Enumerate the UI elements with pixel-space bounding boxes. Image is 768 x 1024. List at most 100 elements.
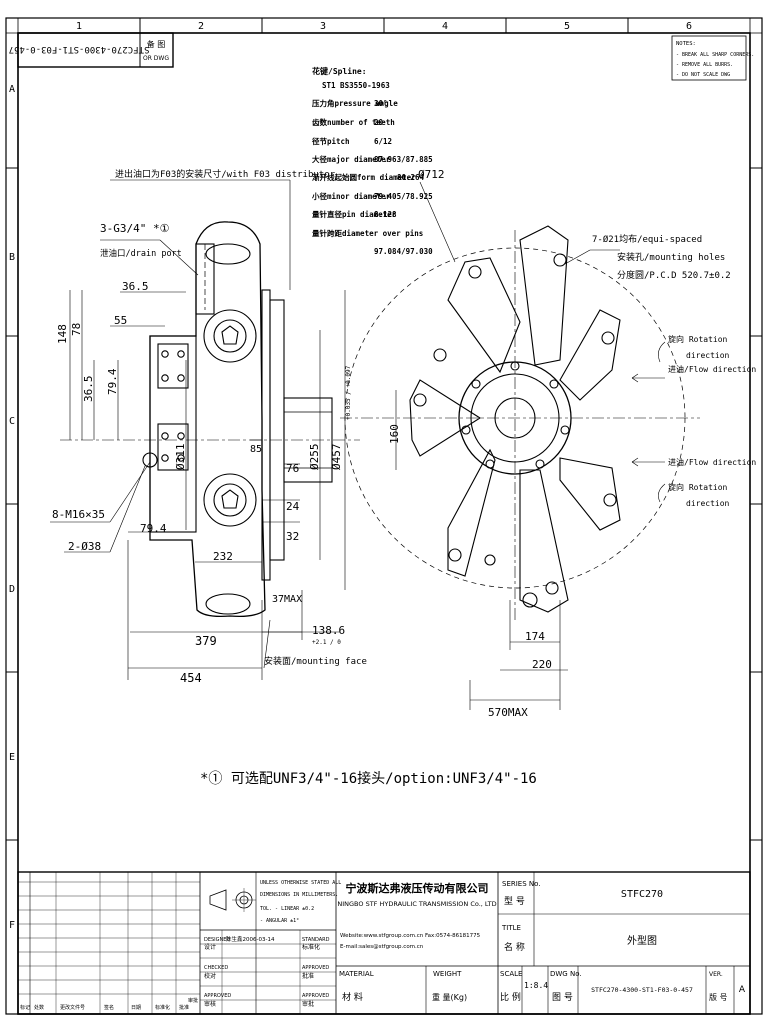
- title-label-cn: 名 称: [504, 941, 525, 953]
- dim-712: Ø712: [418, 168, 445, 181]
- tolerance-line: - ANGULAR ±1°: [260, 918, 299, 924]
- column-label: 2: [198, 21, 204, 32]
- column-label: 1: [76, 21, 82, 32]
- spline-table: 花键/Spline: ST1 BS3550-1963 压力角pressure a…: [312, 66, 433, 256]
- material-label-en: MATERIAL: [339, 970, 374, 978]
- dim-37max: 37MAX: [272, 594, 302, 605]
- company-name-en: NINGBO STF HYDRAULIC TRANSMISSION Co., L…: [337, 900, 496, 908]
- dim-255: Ø255: [308, 444, 321, 471]
- dim-55: 55: [114, 314, 127, 327]
- weight-label-cn: 重 量(Kg): [432, 992, 467, 1002]
- row-label: C: [9, 416, 15, 427]
- spline-row-value: 80.264: [397, 173, 425, 182]
- signer-label: DESIGNED: [204, 937, 230, 943]
- row-label: F: [9, 920, 15, 931]
- dim-78: 78: [70, 323, 83, 336]
- row-labels: A B C D E F: [9, 84, 15, 931]
- option-note: *① 可选配UNF3/4"-16接头/option:UNF3/4"-16: [200, 770, 537, 787]
- dim-570max: 570MAX: [488, 706, 528, 719]
- equi-spaced-callout: 7-Ø21均布/equi-spaced: [592, 233, 702, 245]
- spline-row-label: 齿数number of teeth: [312, 117, 395, 127]
- series-value: STFC270: [621, 889, 663, 900]
- dim-457: Ø457: [330, 444, 343, 471]
- spline-title: 花键/Spline:: [312, 66, 367, 76]
- spline-row-label: 量针直径pin diameter: [312, 209, 397, 219]
- flow-direction-label: 进油/Flow direction: [668, 457, 756, 467]
- front-view: [60, 221, 360, 618]
- dim-454: 454: [180, 671, 202, 685]
- notes-line: - REMOVE ALL BURRS.: [676, 62, 733, 68]
- dwg-label-en: DWG No.: [550, 970, 582, 978]
- pcd-label: 分度圆/P.C.D 520.7±0.2: [617, 269, 731, 281]
- spline-row-value: 79.405/78.925: [374, 192, 433, 201]
- leader-lines: [50, 179, 666, 669]
- company-website: Website:www.stfgroup.com.cn Fax:0574-861…: [340, 933, 481, 939]
- revision-header: 签名: [104, 1004, 114, 1011]
- dimension-texts: 36.5 55 148 78 36.5 79.4 Ø311 85 Ø255 Ø4…: [56, 168, 552, 719]
- sign-right-label-cn: 标准化: [302, 943, 320, 951]
- rotation-label: direction: [686, 499, 730, 508]
- scale-label-cn: 比 例: [500, 991, 521, 1003]
- sheet-border: [5, 17, 763, 1015]
- title-block: [17, 871, 751, 1015]
- flow-direction-label: 进油/Flow direction: [668, 364, 756, 374]
- spline-over-pins-value: 97.084/97.030: [374, 247, 433, 256]
- revision-header: 批准: [179, 1004, 189, 1011]
- top-left-box: STFC270-4300-ST1-F03-0-457 备 图 OR DWG: [9, 32, 174, 68]
- dwg-value: STFC270-4300-ST1-F03-0-457: [591, 986, 693, 994]
- rotation-label: 旋向 Rotation: [668, 334, 728, 344]
- spline-row-label: 径节pitch: [312, 136, 350, 146]
- title-block-texts: UNLESS OTHERWISE STATED ALL DIMENSIONS I…: [20, 880, 746, 1011]
- column-label: 4: [442, 21, 448, 32]
- signer-label: APPROVED: [204, 993, 231, 999]
- dimension-lines: [69, 290, 346, 680]
- dim-85: 85: [250, 444, 262, 455]
- material-label-cn: 材 料: [342, 991, 363, 1003]
- notes-box: NOTES: - BREAK ALL SHARP CORNERS. - REMO…: [671, 35, 754, 81]
- scale-value: 1:8.4: [524, 981, 548, 990]
- series-label-en: SERIES No.: [502, 880, 541, 888]
- revision-header: 标记: [20, 1004, 30, 1011]
- revision-header: 更改文件号: [60, 1004, 85, 1011]
- top-left-label-en: OR DWG: [143, 55, 169, 62]
- signer-label-cn: 设计: [204, 943, 216, 951]
- mounting-holes-label: 安装孔/mounting holes: [617, 251, 725, 263]
- signer-name: 陈生鑫2006-03-14: [226, 935, 275, 943]
- dim-457-tolerance: +0.035 / +0.097: [345, 365, 352, 420]
- sign-right-label-cn: 批准: [302, 972, 314, 980]
- dwg-label-cn: 图 号: [552, 992, 573, 1003]
- spline-row-value: 8.128: [374, 210, 397, 219]
- dim-76: 76: [286, 462, 299, 475]
- tolerance-line: UNLESS OTHERWISE STATED ALL: [260, 880, 341, 886]
- column-label: 5: [564, 21, 570, 32]
- spline-row-label: 大径major diameter: [312, 154, 391, 164]
- spline-row-value: 20: [374, 118, 384, 127]
- spline-row-label: 小径minor diameter: [312, 191, 391, 201]
- revision-header: 日期: [131, 1005, 141, 1011]
- dim-36-5: 36.5: [122, 280, 149, 293]
- sign-right-label: STANDARD: [302, 937, 330, 943]
- signer-label-cn: 校对: [204, 972, 216, 980]
- signer-label: CHECKED: [204, 965, 228, 971]
- side-dimension-lines: [395, 390, 568, 710]
- spline-row-value: 87.963/87.885: [374, 155, 433, 164]
- notes-line: - DO NOT SCALE DWG: [676, 72, 730, 78]
- dim-160: 160: [388, 424, 401, 444]
- dim-311: Ø311: [174, 444, 187, 471]
- dim-220: 220: [532, 658, 552, 671]
- spline-row-label: 渐开线起始圆form diameter: [312, 172, 416, 182]
- dim-79-4: 79.4: [106, 368, 119, 395]
- revision-header: 审批: [188, 997, 198, 1004]
- notes-title: NOTES:: [676, 41, 696, 47]
- tolerance-line: DIMENSIONS IN MILLIMETERS.: [260, 892, 338, 898]
- spline-row-label: 量针跨距diameter over pins: [312, 228, 423, 238]
- bolts-callout: 8-M16×35: [52, 508, 105, 521]
- dim-379: 379: [195, 634, 217, 648]
- drain-port-label: 泄油口/drain port: [100, 248, 182, 259]
- ver-label-en: VER.: [709, 971, 723, 978]
- row-label: D: [9, 584, 15, 595]
- dim-24: 24: [286, 500, 300, 513]
- ver-label-cn: 版 号: [709, 992, 728, 1002]
- dim-138-6-tolerance: +2.1 / 0: [312, 639, 341, 646]
